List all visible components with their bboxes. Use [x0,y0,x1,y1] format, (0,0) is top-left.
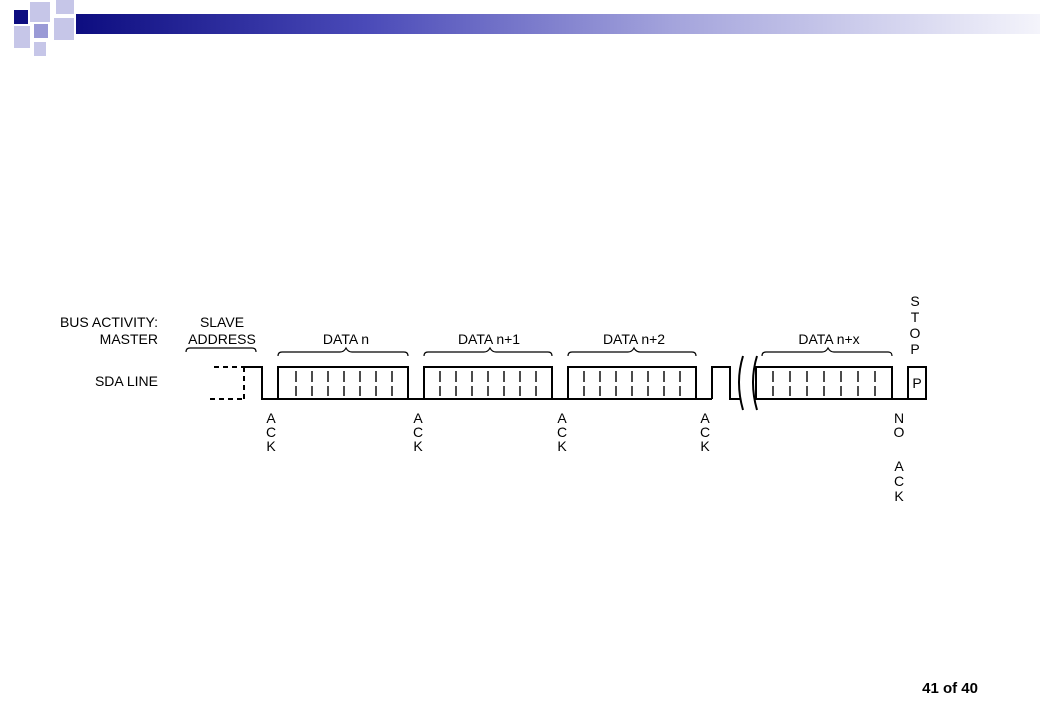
data-field-label: DATA n+x [798,331,859,347]
decor-square-dark [14,10,28,24]
decor-square-light [30,2,50,22]
field-braces [185,346,893,357]
address-label: ADDRESS [188,331,256,347]
master-label: MASTER [100,331,158,347]
decor-square-light [54,18,74,40]
sda-waveform [244,355,927,411]
brace-data-nx [761,346,893,357]
page-number: 41 of 40 [922,680,978,697]
sda-line-label: SDA LINE [95,373,158,389]
decor-square-light [56,0,74,14]
bit-ticks [295,371,876,396]
brace-slave-address [185,347,257,353]
stop-p-label: P [912,375,921,391]
title-gradient-bar [76,14,1040,34]
brace-data-n2 [567,346,697,357]
brace-data-n [277,346,409,357]
slave-label: SLAVE [200,314,244,330]
brace-data-n1 [423,346,553,357]
data-field-label: DATA n+2 [603,331,665,347]
data-field-label: DATA n+1 [458,331,520,347]
decor-square-light [34,42,46,56]
decor-square-light [14,26,30,48]
bus-activity-label: BUS ACTIVITY: [60,314,158,330]
start-dashed-lines [210,366,245,400]
decor-square-mid [34,24,48,38]
data-field-label: DATA n [323,331,369,347]
